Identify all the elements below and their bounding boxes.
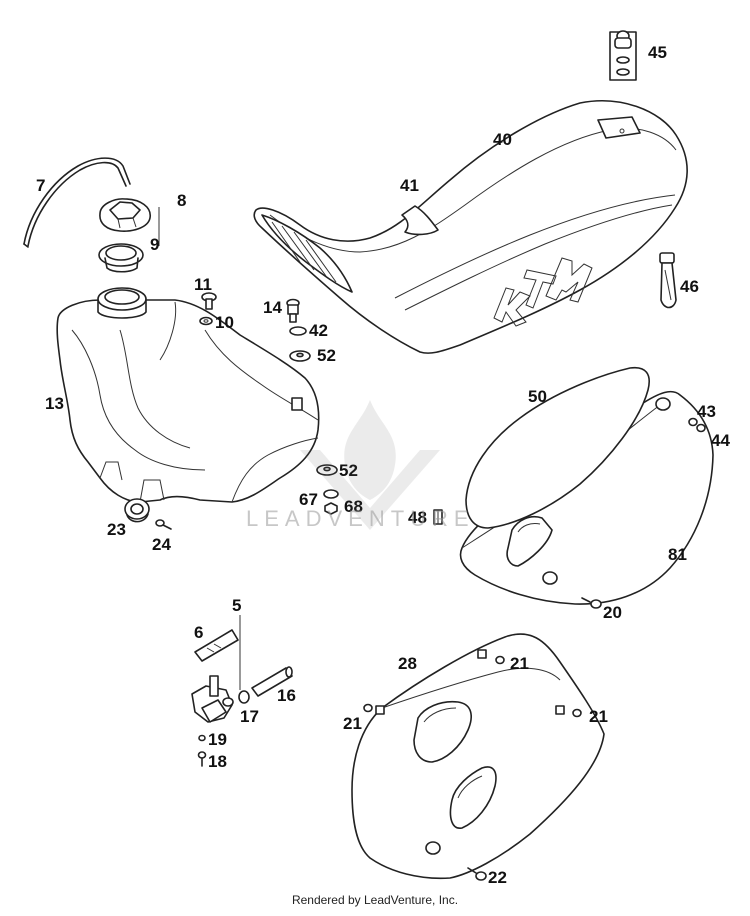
washer-52-lower [316, 464, 338, 476]
part-number-22: 22 [488, 868, 507, 887]
part-number-9: 9 [150, 235, 159, 254]
strap-46 [659, 252, 677, 309]
part-number-68: 68 [344, 497, 363, 516]
part-number-18: 18 [208, 752, 227, 771]
fuel-cap-gasket [98, 243, 144, 273]
part-number-6: 6 [194, 623, 203, 642]
part-number-43: 43 [697, 402, 716, 421]
part-number-48: 48 [408, 508, 427, 527]
spacer-67 [323, 489, 339, 499]
screw-20 [581, 597, 602, 609]
cover-panel-28 [351, 633, 605, 880]
washer-52-upper [289, 350, 311, 362]
part-number-20: 20 [603, 603, 622, 622]
part-number-23: 23 [107, 520, 126, 539]
hose-16 [251, 666, 293, 697]
screw-22 [467, 867, 487, 881]
screw-24 [155, 519, 172, 530]
part-number-21-left: 21 [343, 714, 362, 733]
part-number-81: 81 [668, 545, 687, 564]
part-number-44: 44 [711, 431, 730, 450]
washer-42 [289, 326, 307, 336]
bolt-43 [688, 417, 698, 427]
part-number-16: 16 [277, 686, 296, 705]
part-number-5: 5 [232, 596, 241, 615]
washer-44 [696, 423, 706, 433]
part-number-46: 46 [680, 277, 699, 296]
seat-fastener-45 [609, 30, 637, 81]
part-number-28: 28 [398, 654, 417, 673]
clamp-17 [238, 690, 250, 704]
part-number-41: 41 [400, 176, 419, 195]
part-number-21-right: 21 [589, 707, 608, 726]
fuel-tap [191, 615, 241, 723]
screw-21-left [363, 703, 373, 713]
washer-19 [198, 734, 206, 742]
seat-strap-41 [401, 205, 439, 236]
ktm-logo [493, 257, 593, 327]
part-number-17: 17 [240, 707, 259, 726]
part-number-52-upper: 52 [317, 346, 336, 365]
seat [253, 100, 688, 354]
part-number-14: 14 [263, 298, 282, 317]
bolt-11 [201, 292, 217, 310]
panel-backing-50 [465, 366, 650, 529]
part-number-19: 19 [208, 730, 227, 749]
part-number-40: 40 [493, 130, 512, 149]
clip-48 [433, 509, 443, 525]
part-number-7: 7 [36, 176, 45, 195]
part-number-10: 10 [215, 313, 234, 332]
watermark-flame-icon [300, 400, 440, 530]
part-number-52-lower: 52 [339, 461, 358, 480]
part-number-8: 8 [177, 191, 186, 210]
footer-credit: Rendered by LeadVenture, Inc. [291, 893, 459, 907]
washer-10 [199, 316, 213, 326]
part-number-42: 42 [309, 321, 328, 340]
part-number-45: 45 [648, 43, 667, 62]
part-number-13: 13 [45, 394, 64, 413]
part-number-67: 67 [299, 490, 318, 509]
watermark-text: LEADVENTURE [246, 506, 475, 531]
fuel-tank [56, 287, 320, 503]
vent-hose [23, 157, 131, 248]
part-number-24: 24 [152, 535, 171, 554]
part-number-50: 50 [528, 387, 547, 406]
screw-21-right [572, 708, 582, 718]
grommet-23 [124, 498, 150, 523]
screw-18 [197, 751, 207, 767]
part-number-21-top: 21 [510, 654, 529, 673]
screw-21-top [495, 655, 505, 665]
side-panel-81 [459, 390, 714, 605]
bolt-14 [286, 298, 300, 323]
fuel-cap [99, 198, 151, 232]
part-number-11: 11 [194, 275, 212, 294]
nut-68 [324, 502, 338, 515]
